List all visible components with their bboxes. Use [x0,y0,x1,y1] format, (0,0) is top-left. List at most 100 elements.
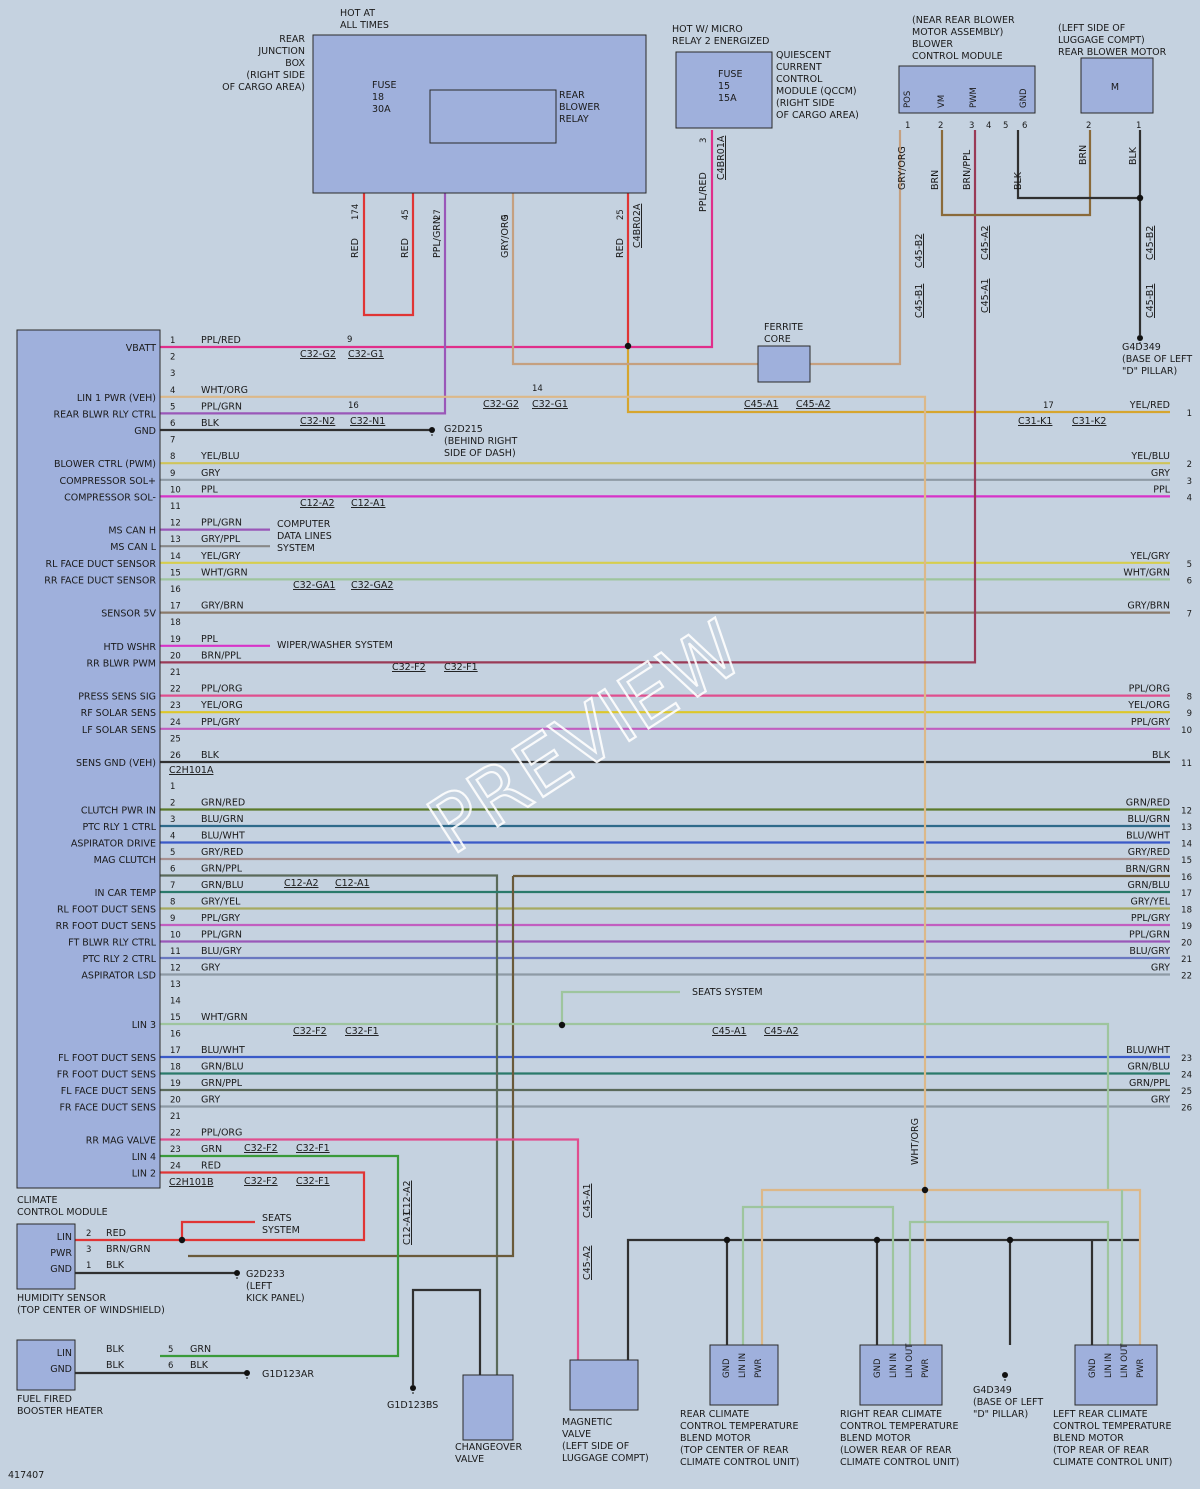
qccm-pin: 3 [699,138,709,143]
ccm-pin-b: 9 [170,914,175,924]
wire-seats2 [180,1220,255,1240]
ccm-pin-a-wire: PPL/GRY [201,717,240,728]
ref-wire: PPL/GRN [1129,930,1170,941]
bcm-pin-num: 5 [1003,121,1008,131]
connector-id: C45-A2 [764,1026,798,1037]
rear-blower-motor [1080,57,1154,114]
blend-pin: LIN OUT [905,1343,915,1378]
connector-id: C12-A1 [402,1211,413,1245]
wire-changeover-gnd [411,1288,482,1385]
connector-id: C4BR02A [632,203,643,248]
ccm-pin-b: 22 [170,1129,181,1139]
ccm-pin-b-wire: BLU/WHT [201,831,245,842]
ccm-pin-b-label: RR FOOT DUCT SENS [56,921,156,932]
ccm-pin-b-label: CLUTCH PWR IN [81,806,156,817]
connector-pin: 9 [347,335,352,345]
ccm-pin-a-label: COMPRESSOR SOL+ [59,476,156,487]
changeover-valve [462,1374,514,1441]
ccm-pin-b-label: FL FACE DUCT SENS [61,1086,156,1097]
ccm-pin-b-label: FL FOOT DUCT SENS [58,1053,156,1064]
ref-wire: BLK [1152,750,1171,761]
connector-id: C45-A1 [582,1184,593,1218]
motor-pin: 1 [1136,121,1141,131]
ref-num: 19 [1181,922,1192,932]
connector-id: C45-A1 [980,279,991,313]
ccm-pin-a: 18 [170,618,181,628]
ccm-pin-b-wire: GRY [201,1095,220,1106]
ccm-pin-b-label: FR FOOT DUCT SENS [57,1070,156,1081]
connector-id: C31-K2 [1072,416,1106,427]
humidity-wire: BLK [106,1260,125,1271]
bcm-pin: GND [1019,88,1029,108]
ref-num: 14 [1181,840,1192,850]
bcm-pin-num: 4 [986,121,991,131]
ccm-pin-b-wire: GRN [201,1144,222,1155]
bcm-pin-num: 2 [938,121,943,131]
motor-icon: M [1111,82,1119,93]
blend-pin: LIN IN [738,1353,748,1378]
ccm-pin-a: 12 [170,519,181,529]
system-ref: SEATS SYSTEM [692,987,763,998]
ground-label: G1D123AR [262,1369,314,1380]
ccm-pin-a: 20 [170,651,181,661]
ccm-pin-b: 20 [170,1096,181,1106]
qccm [675,51,773,129]
splice-dot [624,342,632,350]
ccm-pin-b: 6 [170,865,175,875]
ccm-pin-b: 15 [170,1013,181,1023]
connector-id: C32-F1 [296,1176,330,1187]
ccm-pin-a-label: SENSOR 5V [101,609,156,620]
ccm-pin-a: 11 [170,502,181,512]
connector-id: C32-N1 [350,416,385,427]
ccm-pin-a-wire: WHT/ORG [201,385,248,396]
ccm-pin-b: 5 [170,848,175,858]
heater-pin: 5 [168,1345,173,1355]
ccm-pin-a: 4 [170,386,175,396]
ccm-pin-a-label: MS CAN L [110,542,157,553]
ref-wire: YEL/GRY [1130,551,1171,562]
ccm-pin-a: 17 [170,602,181,612]
ground-label: G4D349(BASE OF LEFT"D" PILLAR) [973,1385,1043,1420]
ref-wire: GRN/BLU [1127,880,1170,891]
connector-id: C45-A1 [712,1026,746,1037]
connector-pin: 14 [532,384,543,394]
ccm-pin-a: 7 [170,436,175,446]
ref-num: 17 [1181,889,1192,899]
humidity-wire: BRN/GRN [106,1244,151,1255]
ccm-pin-a-wire: GRY/BRN [201,601,244,612]
system-ref: WIPER/WASHER SYSTEM [277,640,393,651]
ground-icon [234,1270,240,1279]
ccm-pin-b-label: PTC RLY 2 CTRL [83,954,157,965]
ccm-pin-b-wire: PPL/ORG [201,1128,242,1139]
ccm-pin-a-label: COMPRESSOR SOL- [64,492,156,503]
ground-label: G1D123BS [387,1400,438,1411]
ref-num: 10 [1181,726,1192,736]
connector-id: C2H101A [169,765,214,776]
blend-pin: GND [1088,1358,1098,1378]
ccm-pin-a-wire: PPL/RED [201,335,241,346]
wire-whtgrn-b [908,1220,1110,1345]
ccm-pin-a-label: BLOWER CTRL (PWM) [54,459,156,470]
ccm-pin-a: 9 [170,469,175,479]
ref-num: 4 [1187,493,1192,503]
rjb-pin: 25 [616,209,626,220]
ccm-pin-a: 21 [170,668,181,678]
heater-wire: GRN [190,1344,211,1355]
ccm-pin-b-wire: GRY [201,963,220,974]
bcm-wire: BLK [1013,171,1024,190]
splice-dot [178,1236,186,1244]
left-blend-motor [1074,1344,1158,1406]
ccm-pin-a: 8 [170,452,175,462]
ccm-pin-a-label: RR FACE DUCT SENSOR [44,575,156,586]
wire-magvalve [160,1138,580,1360]
humidity-sensor [16,1223,76,1290]
ref-num: 16 [1181,873,1192,883]
